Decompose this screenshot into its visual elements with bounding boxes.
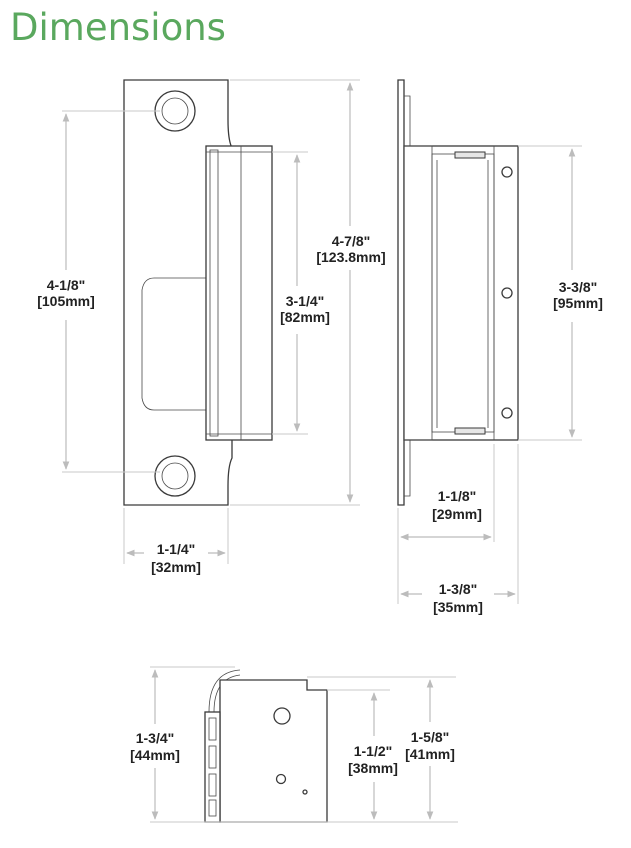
faceplate	[123, 79, 233, 506]
front-body-height-imperial: 3-1/4"	[286, 293, 325, 309]
front-faceplate-width-imperial: 1-1/4"	[157, 541, 196, 557]
side-overall-depth-metric: [35mm]	[433, 599, 483, 615]
bottom-overall-width-imperial: 1-3/4"	[136, 730, 175, 746]
front-overall-height-imperial: 4-7/8"	[332, 233, 371, 249]
bottom-overall-width-metric: [44mm]	[130, 747, 180, 763]
bottom-hole-small	[275, 773, 287, 785]
side-faceplate-edge	[397, 79, 405, 506]
front-faceplate-width-metric: [32mm]	[151, 559, 201, 575]
side-depth-metric: [29mm]	[432, 506, 482, 522]
side-hole-top	[501, 166, 513, 178]
bottom-body-width-metric: [38mm]	[348, 760, 398, 776]
front-hole-spacing-metric: [105mm]	[37, 293, 95, 309]
side-hole-bottom	[501, 407, 513, 419]
top-mounting-hole	[154, 90, 196, 132]
front-overall-height-metric: [123.8mm]	[316, 249, 385, 265]
front-view: 4-1/8" [105mm] 4-7/8" [123.8mm] 3-1/4" […	[37, 79, 386, 575]
bottom-body-width-imperial: 1-1/2"	[354, 743, 393, 759]
side-view: 3-3/8" [95mm] 1-1/8" [29mm] 1-3/8" [35mm…	[397, 79, 603, 615]
bottom-view: 1-3/4" [44mm] 1-1/2" [38mm] 1-5/8" [41mm…	[130, 666, 458, 823]
front-hole-spacing-imperial: 4-1/8"	[47, 277, 86, 293]
strike-body	[205, 145, 273, 441]
side-overall-depth-imperial: 1-3/8"	[439, 581, 478, 597]
bottom-body	[219, 679, 328, 823]
bottom-hole-large	[273, 707, 291, 725]
bottom-mounting-hole	[154, 455, 196, 497]
side-body-height-metric: [95mm]	[553, 295, 603, 311]
bottom-hole-tiny	[302, 789, 308, 795]
bottom-mid-width-metric: [41mm]	[405, 746, 455, 762]
side-hole-middle	[501, 287, 513, 299]
page-title: Dimensions	[10, 6, 226, 49]
side-body-height-imperial: 3-3/8"	[559, 279, 598, 295]
front-body-height-metric: [82mm]	[280, 309, 330, 325]
side-body	[403, 145, 519, 441]
faceplate-lip	[141, 277, 207, 411]
bottom-faceplate	[204, 711, 221, 823]
side-depth-imperial: 1-1/8"	[438, 488, 477, 504]
bottom-mid-width-imperial: 1-5/8"	[411, 729, 450, 745]
